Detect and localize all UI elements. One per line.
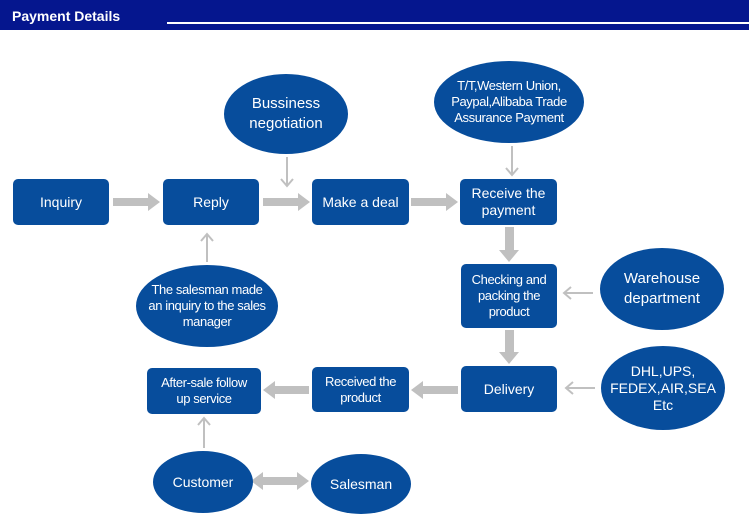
header-bar: Payment Details — [0, 0, 749, 30]
node-salesman-inquiry: The salesman made an inquiry to the sale… — [136, 265, 278, 347]
node-received-product: Received the product — [312, 367, 409, 412]
arrow-customer-to-aftersale — [197, 416, 211, 448]
node-label: Receive the payment — [471, 185, 546, 218]
node-customer: Customer — [153, 451, 253, 513]
arrow-customer-salesman — [251, 472, 309, 490]
node-label: Make a deal — [322, 193, 399, 210]
arrow-inquiry-to-reply — [113, 193, 160, 211]
node-checking-packing: Checking and packing the product — [461, 264, 557, 328]
arrow-delivery-to-received — [411, 381, 458, 399]
page-title: Payment Details — [12, 8, 121, 24]
arrow-warehouse-to-checking — [562, 286, 593, 300]
node-label: Received the product — [324, 373, 397, 405]
arrow-payment-to-checking — [499, 227, 519, 262]
node-after-sale: After-sale follow up service — [147, 368, 261, 414]
node-receive-payment: Receive the payment — [460, 179, 557, 225]
arrow-reply-to-deal — [263, 193, 310, 211]
node-label: DHL,UPS, FEDEX,AIR,SEA Etc — [610, 362, 716, 413]
node-shipping: DHL,UPS, FEDEX,AIR,SEA Etc — [601, 346, 725, 430]
node-label: Reply — [193, 193, 229, 210]
node-label: Delivery — [483, 380, 535, 397]
node-label: Salesman — [329, 475, 393, 492]
node-reply: Reply — [163, 179, 259, 225]
node-inquiry: Inquiry — [13, 179, 109, 225]
node-label: T/T,Western Union, Paypal,Alibaba Trade … — [451, 78, 567, 125]
node-label: Warehouse department — [623, 270, 701, 307]
node-make-deal: Make a deal — [312, 179, 409, 225]
header-divider — [167, 22, 749, 24]
node-label: Bussiness negotiation — [249, 95, 323, 132]
node-salesman: Salesman — [311, 454, 411, 514]
node-label: Inquiry — [39, 193, 83, 210]
node-payment-methods: T/T,Western Union, Paypal,Alibaba Trade … — [434, 61, 584, 143]
arrow-payment-methods-to-receive — [505, 146, 519, 177]
arrow-negotiation-to-deal — [280, 157, 294, 188]
node-label: Checking and packing the product — [471, 272, 547, 319]
node-delivery: Delivery — [461, 366, 557, 412]
node-label: After-sale follow up service — [161, 375, 247, 406]
arrow-salesman-inquiry-to-reply — [200, 232, 214, 262]
arrow-deal-to-payment — [411, 193, 458, 211]
arrow-shipping-to-delivery — [564, 381, 595, 395]
node-warehouse: Warehouse department — [600, 248, 724, 330]
node-business-negotiation: Bussiness negotiation — [224, 74, 348, 154]
node-label: The salesman made an inquiry to the sale… — [148, 282, 266, 329]
arrow-received-to-aftersale — [263, 381, 309, 399]
node-label: Customer — [172, 473, 234, 490]
arrow-checking-to-delivery — [499, 330, 519, 364]
